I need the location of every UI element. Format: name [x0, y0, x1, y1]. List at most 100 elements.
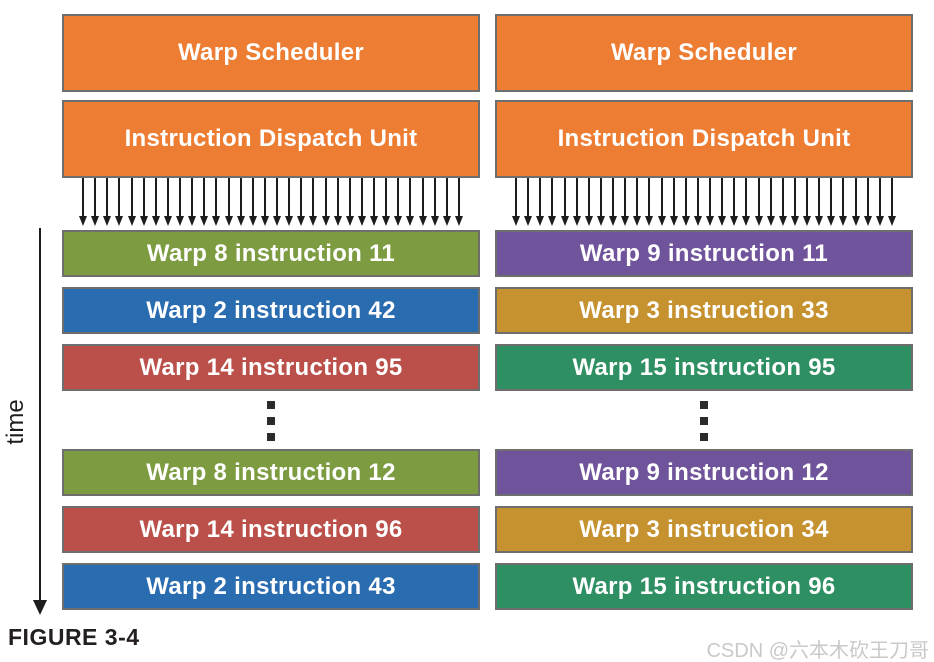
down-arrow-icon: [754, 178, 763, 226]
down-arrow-icon: [224, 178, 233, 226]
down-arrow-icon: [139, 178, 148, 226]
down-arrow-icon: [309, 178, 318, 226]
down-arrow-icon: [706, 178, 714, 226]
down-arrow-icon: [127, 178, 136, 226]
instruction-row-label: Warp 15 instruction 96: [572, 572, 836, 600]
instruction-row: Warp 15 instruction 95: [495, 344, 913, 391]
instruction-row-label: Warp 8 instruction 11: [146, 239, 396, 267]
down-arrow-icon: [382, 178, 391, 226]
down-arrow-icon: [669, 178, 678, 226]
down-arrow-icon: [548, 178, 557, 226]
down-arrow-icon: [693, 178, 702, 226]
scheduler-column-left: Warp Scheduler Instruction Dispatch Unit…: [62, 0, 480, 662]
warp-scheduler-box: Warp Scheduler: [495, 14, 913, 92]
instruction-row-label: Warp 15 instruction 95: [572, 353, 836, 381]
down-arrow-icon: [176, 178, 184, 226]
instruction-dispatch-unit-label: Instruction Dispatch Unit: [124, 125, 418, 152]
instruction-row-label: Warp 3 instruction 33: [579, 296, 829, 324]
down-arrow-icon: [875, 178, 884, 226]
down-arrow-icon: [596, 178, 605, 226]
down-arrow-icon: [730, 178, 739, 226]
down-arrow-icon: [91, 178, 100, 226]
down-arrow-icon: [815, 178, 824, 226]
warp-scheduler-label: Warp Scheduler: [610, 39, 798, 66]
time-axis-arrow-icon: [33, 600, 47, 615]
down-arrow-icon: [188, 178, 197, 226]
instruction-row-label: Warp 14 instruction 96: [139, 515, 403, 543]
down-arrow-icon: [370, 178, 378, 226]
down-arrow-icon: [827, 178, 836, 226]
instruction-row: Warp 15 instruction 96: [495, 563, 913, 610]
figure-caption: FIGURE 3-4: [8, 624, 140, 650]
down-arrow-icon: [766, 178, 775, 226]
down-arrow-icon: [742, 178, 751, 226]
down-arrow-icon: [790, 178, 799, 226]
ellipsis-dot: [267, 401, 275, 409]
down-arrow-icon: [851, 178, 860, 226]
down-arrow-icon: [560, 178, 569, 226]
down-arrow-icon: [609, 178, 617, 226]
down-arrow-icon: [839, 178, 848, 226]
down-arrow-icon: [248, 178, 257, 226]
down-arrow-icon: [681, 178, 690, 226]
ellipsis-icon: [62, 401, 480, 441]
instruction-row: Warp 14 instruction 96: [62, 506, 480, 553]
down-arrow-icon: [115, 178, 124, 226]
watermark: CSDN @六本木砍王刀哥: [706, 640, 929, 662]
instruction-row: Warp 8 instruction 12: [62, 449, 480, 496]
down-arrow-icon: [406, 178, 415, 226]
ellipsis-dot: [267, 433, 275, 441]
instruction-row: Warp 2 instruction 42: [62, 287, 480, 334]
down-arrow-icon: [633, 178, 642, 226]
down-arrow-icon: [321, 178, 330, 226]
down-arrow-icon: [621, 178, 630, 226]
down-arrow-icon: [536, 178, 545, 226]
down-arrow-icon: [430, 178, 439, 226]
down-arrow-icon: [103, 178, 112, 226]
instruction-dispatch-unit-box: Instruction Dispatch Unit: [495, 100, 913, 178]
down-arrow-icon: [645, 178, 654, 226]
instruction-row-label: Warp 14 instruction 95: [139, 353, 403, 381]
instruction-row: Warp 8 instruction 11: [62, 230, 480, 277]
warp-scheduler-label: Warp Scheduler: [177, 39, 365, 66]
down-arrow-icon: [357, 178, 366, 226]
instruction-row-label: Warp 8 instruction 12: [146, 458, 396, 486]
down-arrow-icon: [584, 178, 593, 226]
down-arrow-icon: [345, 178, 354, 226]
instruction-dispatch-unit-box: Instruction Dispatch Unit: [62, 100, 480, 178]
down-arrow-icon: [236, 178, 245, 226]
down-arrow-icon: [260, 178, 269, 226]
down-arrow-icon: [454, 178, 463, 226]
down-arrow-icon: [512, 178, 520, 226]
down-arrow-icon: [524, 178, 533, 226]
down-arrow-icon: [200, 178, 209, 226]
instruction-row: Warp 3 instruction 34: [495, 506, 913, 553]
instruction-row-label: Warp 9 instruction 12: [579, 458, 829, 486]
instruction-row-label: Warp 9 instruction 11: [579, 239, 829, 267]
down-arrow-icon: [718, 178, 727, 226]
down-arrow-icon: [863, 178, 872, 226]
ellipsis-dot: [700, 401, 708, 409]
dispatch-arrows: [62, 178, 480, 226]
instruction-row: Warp 9 instruction 12: [495, 449, 913, 496]
down-arrow-icon: [151, 178, 160, 226]
down-arrow-icon: [333, 178, 342, 226]
down-arrow-icon: [273, 178, 281, 226]
down-arrow-icon: [163, 178, 172, 226]
down-arrow-icon: [778, 178, 787, 226]
down-arrow-icon: [442, 178, 451, 226]
time-axis-line: [39, 228, 41, 602]
dispatch-arrows: [495, 178, 913, 226]
down-arrow-icon: [572, 178, 581, 226]
ellipsis-dot: [267, 417, 275, 425]
scheduler-column-right: Warp Scheduler Instruction Dispatch Unit…: [495, 0, 913, 662]
down-arrow-icon: [79, 178, 87, 226]
instruction-row: Warp 14 instruction 95: [62, 344, 480, 391]
instruction-dispatch-unit-label: Instruction Dispatch Unit: [557, 125, 851, 152]
down-arrow-icon: [887, 178, 896, 226]
instruction-row-label: Warp 2 instruction 43: [146, 572, 396, 600]
time-axis-label: time: [2, 399, 29, 445]
warp-scheduler-box: Warp Scheduler: [62, 14, 480, 92]
down-arrow-icon: [394, 178, 403, 226]
down-arrow-icon: [212, 178, 221, 226]
